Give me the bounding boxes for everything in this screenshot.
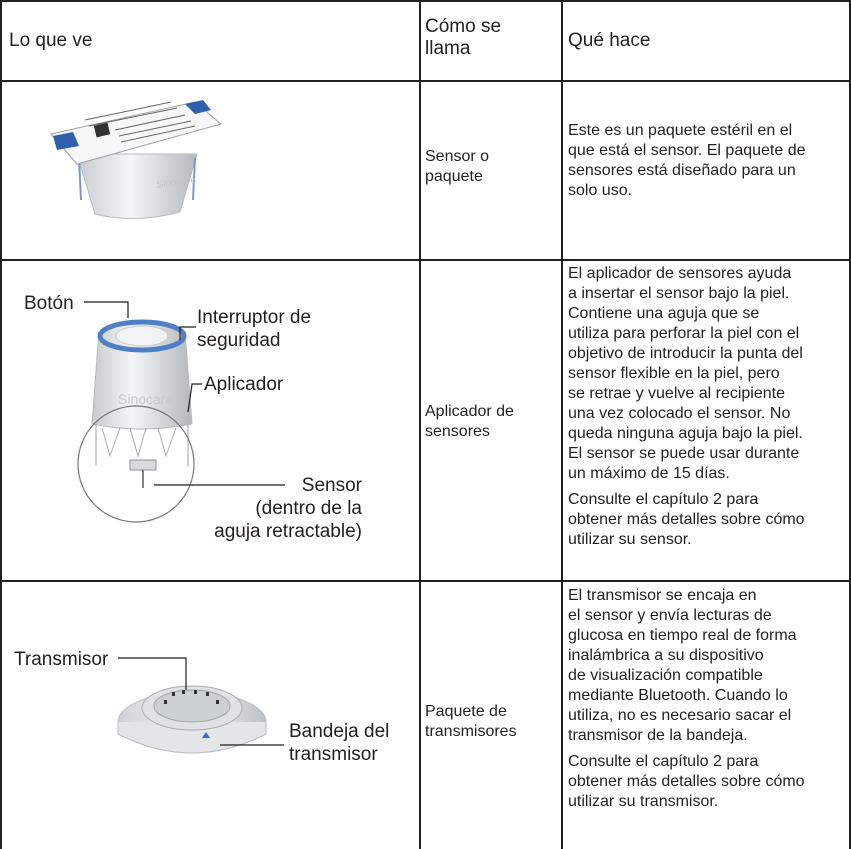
row3-name-line1: Paquete de [425, 703, 507, 720]
desc-line: Este es un paquete estéril en el [568, 122, 793, 139]
desc-line: utilizar su transmisor. [568, 793, 719, 810]
desc-line: una vez colocado el sensor. No [568, 405, 791, 422]
row3-name: Paquete de transmisores [425, 702, 517, 742]
desc-line: sensor flexible en la piel, pero [568, 365, 780, 382]
sensor-package-brand: Sinocare [156, 175, 197, 191]
header-row-border [0, 80, 851, 82]
col-divider-1 [419, 0, 421, 849]
col-divider-2 [561, 0, 563, 849]
table-left-border [0, 0, 2, 849]
desc-line: de visualización compatible [568, 667, 763, 684]
desc-line: utiliza, no es necesario sacar el [568, 707, 792, 724]
desc-line: un máximo de 15 días. [568, 465, 730, 482]
callout-transmitter: Transmisor [14, 649, 109, 670]
callout-sensor-line1: Sensor [301, 475, 362, 496]
row2-description: El aplicador de sensores ayuda a inserta… [568, 264, 805, 550]
callout-tray-line2: transmisor [289, 744, 378, 765]
row1-description: Este es un paquete estéril en el que est… [568, 121, 806, 201]
row2-name: Aplicador de sensores [425, 402, 514, 442]
row1-name-line2: paquete [425, 168, 483, 185]
row3-description: El transmisor se encaja en el sensor y e… [568, 586, 805, 812]
callout-safety-switch: Interruptor de seguridad [197, 306, 311, 352]
applicator-image: Sinocare [77, 319, 195, 523]
row3-desc-para2: Consulte el capítulo 2 para obtener más … [568, 752, 805, 812]
sensor-package-image: Sinocare [50, 100, 223, 219]
row3-name-line2: transmisores [425, 723, 517, 740]
callout-applicator: Aplicador [204, 374, 284, 395]
desc-line: se retrae y vuelve al recipiente [568, 385, 785, 402]
desc-line: solo uso. [568, 182, 633, 199]
row2-name-line1: Aplicador de [425, 403, 514, 420]
desc-line: Consulte el capítulo 2 para [568, 491, 759, 508]
desc-line: obtener más detalles sobre cómo [568, 773, 805, 790]
transmitter-image [117, 685, 267, 754]
header-name-line1: Cómo se [425, 16, 502, 37]
desc-line: El transmisor se encaja en [568, 587, 757, 604]
desc-line: mediante Bluetooth. Cuando lo [568, 687, 788, 704]
desc-line: sensores está diseñado para un [568, 162, 796, 179]
header-what-it-does: Qué hace [568, 30, 651, 51]
row1-name: Sensor o paquete [425, 147, 489, 187]
callout-sensor-line3: aguja retractable) [214, 521, 362, 542]
desc-line: objetivo de introducir la punta del [568, 345, 803, 362]
callout-sensor: Sensor (dentro de la aguja retractable) [186, 474, 362, 543]
row2-name-line2: sensores [425, 423, 490, 440]
desc-line: Contiene una aguja que se [568, 305, 760, 322]
desc-line: a insertar el sensor bajo la piel. [568, 285, 790, 302]
row3-desc-para1: El transmisor se encaja en el sensor y e… [568, 586, 805, 746]
desc-line: utiliza para perforar la piel con el [568, 325, 800, 342]
callout-tray-line1: Bandeja del [289, 721, 390, 742]
callout-safety-line1: Interruptor de [197, 307, 312, 328]
row1-name-line1: Sensor o [425, 148, 490, 165]
header-what-you-see: Lo que ve [9, 30, 93, 51]
desc-line: que está el sensor. El paquete de [568, 142, 806, 159]
callout-button: Botón [24, 293, 74, 314]
callout-safety-line2: seguridad [197, 330, 281, 351]
table-top-border [0, 0, 851, 2]
desc-line: transmisor de la bandeja. [568, 727, 748, 744]
desc-line: el sensor y envía lecturas de [568, 607, 772, 624]
callout-transmitter-tray: Bandeja del transmisor [289, 720, 389, 766]
row1-desc-para1: Este es un paquete estéril en el que est… [568, 121, 806, 201]
header-name: Cómo se llama [425, 16, 501, 60]
callout-sensor-line2: (dentro de la [255, 498, 362, 519]
desc-line: Consulte el capítulo 2 para [568, 753, 759, 770]
desc-line: obtener más detalles sobre cómo [568, 511, 805, 528]
desc-line: glucosa en tiempo real de forma [568, 627, 797, 644]
row2-desc-para2: Consulte el capítulo 2 para obtener más … [568, 490, 805, 550]
row1-border [0, 259, 851, 261]
row2-desc-para1: El aplicador de sensores ayuda a inserta… [568, 264, 805, 484]
desc-line: El aplicador de sensores ayuda [568, 265, 792, 282]
desc-line: El sensor se puede usar durante [568, 445, 800, 462]
row2-border [0, 580, 851, 582]
applicator-brand: Sinocare [118, 391, 173, 407]
header-name-line2: llama [425, 38, 471, 59]
desc-line: inalámbrica a su dispositivo [568, 647, 764, 664]
table-right-border [849, 0, 851, 849]
desc-line: utilizar su sensor. [568, 531, 692, 548]
desc-line: queda ninguna aguja bajo la piel. [568, 425, 803, 442]
